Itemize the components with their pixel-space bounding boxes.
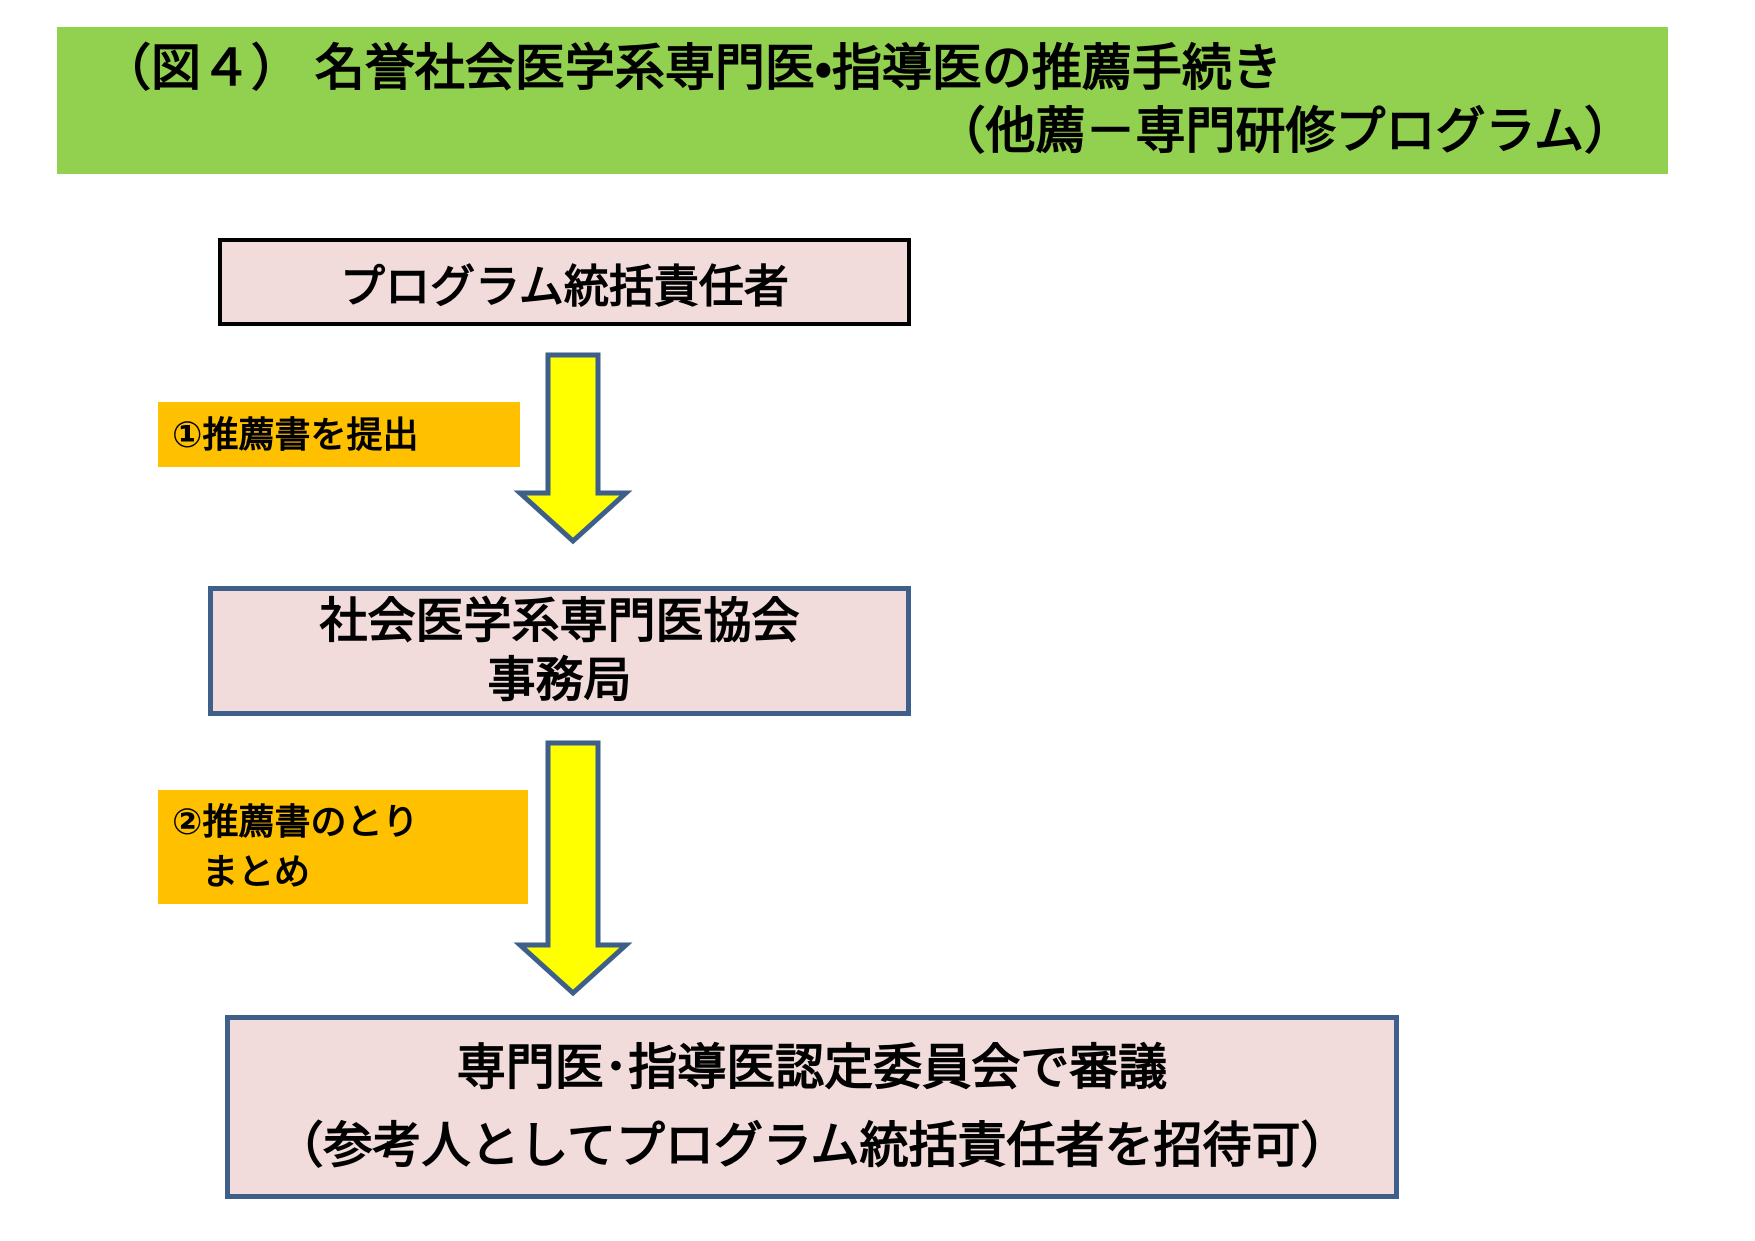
down-arrow-icon xyxy=(513,740,633,997)
step-label-1: ①推薦書を提出 xyxy=(158,402,520,467)
title-line-2: （他薦－専門研修プログラム） xyxy=(935,103,1635,159)
flow-box-secretariat: 社会医学系専門医協会 事務局 xyxy=(208,586,911,716)
flow-arrow-2 xyxy=(512,740,634,998)
flow-box-committee: 専門医･指導医認定委員会で審議 （参考人としてプログラム統括責任者を招待可） xyxy=(225,1015,1399,1199)
step-label-2: ②推薦書のとり まとめ xyxy=(158,790,528,904)
flow-box-program-director: プログラム統括責任者 xyxy=(218,238,911,326)
step-label-1-text: ①推薦書を提出 xyxy=(172,414,419,455)
flow-box-committee-line-2: （参考人としてプログラム統括責任者を招待可） xyxy=(274,1119,1350,1173)
step-label-2-line-2: まとめ xyxy=(202,851,311,892)
step-label-2-line-1: ②推薦書のとり xyxy=(172,801,419,842)
flow-box-secretariat-line-1: 社会医学系専門医協会 xyxy=(319,595,800,648)
flow-arrow-1 xyxy=(512,352,634,546)
title-banner: （図４） 名誉社会医学系専門医・指導医の推薦手続き （他薦－専門研修プログラム） xyxy=(57,27,1668,174)
title-line-1: （図４） 名誉社会医学系専門医・指導医の推薦手続き xyxy=(101,40,1282,96)
flow-box-committee-line-1: 専門医･指導医認定委員会で審議 xyxy=(456,1041,1168,1095)
down-arrow-icon xyxy=(513,352,633,545)
flow-box-program-director-label: プログラム統括責任者 xyxy=(340,260,789,312)
flow-box-secretariat-line-2: 事務局 xyxy=(487,654,632,707)
